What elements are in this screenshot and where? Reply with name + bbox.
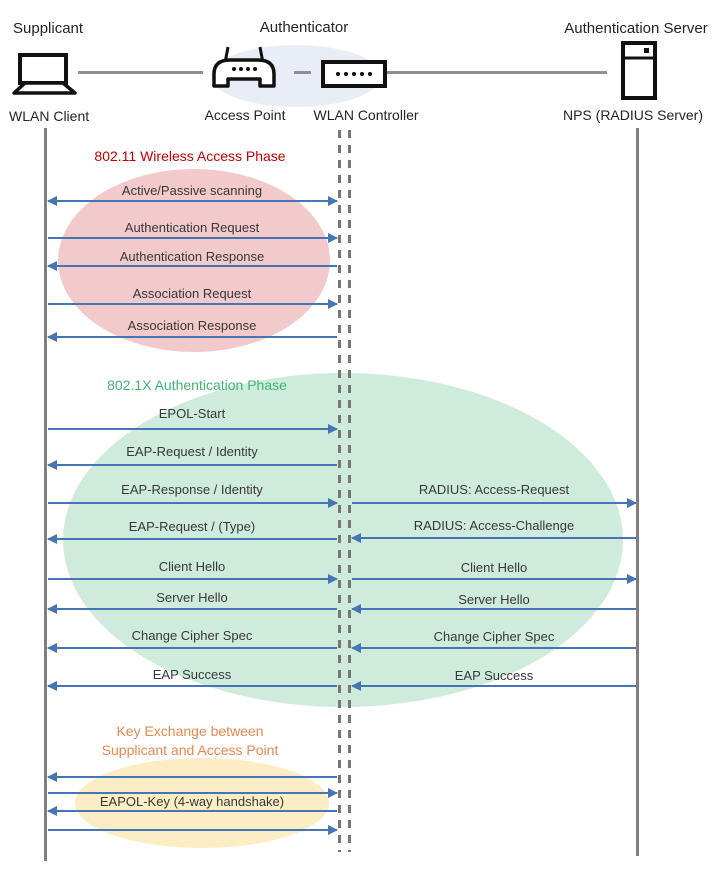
wlan-controller-icon	[321, 60, 387, 88]
message-arrow	[47, 534, 337, 544]
arrowhead-right-icon	[328, 788, 338, 798]
message-label: Authentication Response	[119, 249, 265, 264]
arrowhead-left-icon	[47, 460, 57, 470]
arrowhead-left-icon	[47, 196, 57, 206]
connector-controller-server	[387, 71, 607, 74]
arrowhead-left-icon	[47, 534, 57, 544]
message-label: Association Response	[127, 318, 257, 333]
role-authentication-server: Authentication Server	[564, 20, 708, 37]
message-arrow	[47, 643, 337, 653]
message-arrow	[47, 261, 337, 271]
message-label: Change Cipher Spec	[131, 628, 253, 643]
arrowhead-left-icon	[351, 643, 361, 653]
message-arrow	[352, 498, 637, 508]
phase2-title: 802.1X Authentication Phase	[107, 377, 287, 393]
connector-client-ap	[78, 71, 203, 74]
arrowhead-left-icon	[47, 643, 57, 653]
arrowhead-left-icon	[47, 806, 57, 816]
message-label: EPOL-Start	[158, 406, 226, 421]
phase3-ellipse	[75, 758, 329, 848]
connector-ap-controller	[294, 71, 311, 74]
message-label: Server Hello	[458, 592, 530, 607]
arrowhead-left-icon	[47, 261, 57, 271]
message-label: RADIUS: Access-Request	[418, 482, 570, 497]
message-label: EAP Success	[454, 668, 534, 683]
message-label: Client Hello	[158, 559, 226, 574]
role-supplicant: Supplicant	[13, 20, 84, 37]
message-arrow	[48, 299, 338, 309]
message-label: EAPOL-Key (4-way handshake)	[99, 794, 285, 809]
message-label: Authentication Request	[124, 220, 260, 235]
server-icon	[621, 41, 657, 100]
arrowhead-right-icon	[328, 424, 338, 434]
lifeline-radius-server	[636, 128, 639, 856]
arrowhead-left-icon	[47, 681, 57, 691]
role-authenticator: Authenticator	[259, 19, 349, 36]
message-arrow	[47, 772, 337, 782]
message-arrow	[48, 424, 338, 434]
message-arrow	[351, 604, 636, 614]
phase2-ellipse	[63, 373, 623, 707]
lifeline-controller-dashed-1	[338, 130, 341, 852]
node-label-access-point: Access Point	[204, 107, 286, 123]
message-arrow	[351, 533, 636, 543]
arrowhead-left-icon	[47, 332, 57, 342]
message-label: EAP Success	[152, 667, 232, 682]
message-label: Association Request	[132, 286, 252, 301]
arrowhead-right-icon	[328, 233, 338, 243]
phase1-ellipse	[58, 169, 330, 352]
node-label-wlan-client: WLAN Client	[9, 108, 90, 124]
node-label-wlan-controller: WLAN Controller	[313, 107, 419, 123]
message-arrow	[351, 681, 636, 691]
message-arrow	[48, 825, 338, 835]
arrowhead-right-icon	[328, 498, 338, 508]
message-label: Server Hello	[156, 590, 228, 605]
message-label: Change Cipher Spec	[433, 629, 555, 644]
message-arrow	[47, 681, 337, 691]
message-arrow	[351, 643, 636, 653]
message-arrow	[47, 460, 337, 470]
arrowhead-left-icon	[351, 604, 361, 614]
laptop-icon	[12, 53, 77, 95]
lifeline-controller-dashed-2	[348, 130, 351, 852]
message-arrow	[48, 574, 338, 584]
arrowhead-right-icon	[328, 196, 338, 206]
arrowhead-right-icon	[328, 574, 338, 584]
arrowhead-right-icon	[627, 574, 637, 584]
message-label: EAP-Request / Identity	[126, 444, 258, 459]
message-label: EAP-Request / (Type)	[128, 519, 256, 534]
arrowhead-right-icon	[328, 299, 338, 309]
message-arrow	[48, 788, 338, 798]
message-label: Client Hello	[460, 560, 528, 575]
message-label: Active/Passive scanning	[121, 183, 263, 198]
lifeline-wlan-client	[44, 128, 47, 861]
access-point-icon	[212, 46, 276, 88]
arrowhead-left-icon	[47, 604, 57, 614]
arrowhead-left-icon	[47, 772, 57, 782]
message-label: EAP-Response / Identity	[121, 482, 263, 497]
node-label-nps-radius-server: NPS (RADIUS Server)	[562, 107, 704, 123]
phase3-title: Key Exchange between Supplicant and Acce…	[101, 723, 279, 758]
message-arrow	[352, 574, 637, 584]
message-arrow	[47, 604, 337, 614]
arrowhead-left-icon	[351, 533, 361, 543]
message-arrow	[47, 332, 337, 342]
message-arrow	[47, 196, 338, 206]
arrowhead-right-icon	[328, 825, 338, 835]
arrowhead-right-icon	[627, 498, 637, 508]
phase1-title: 802.11 Wireless Access Phase	[94, 148, 286, 164]
message-arrow	[47, 806, 337, 816]
message-arrow	[48, 498, 338, 508]
message-label: RADIUS: Access-Challenge	[413, 518, 575, 533]
arrowhead-left-icon	[351, 681, 361, 691]
message-arrow	[48, 233, 338, 243]
